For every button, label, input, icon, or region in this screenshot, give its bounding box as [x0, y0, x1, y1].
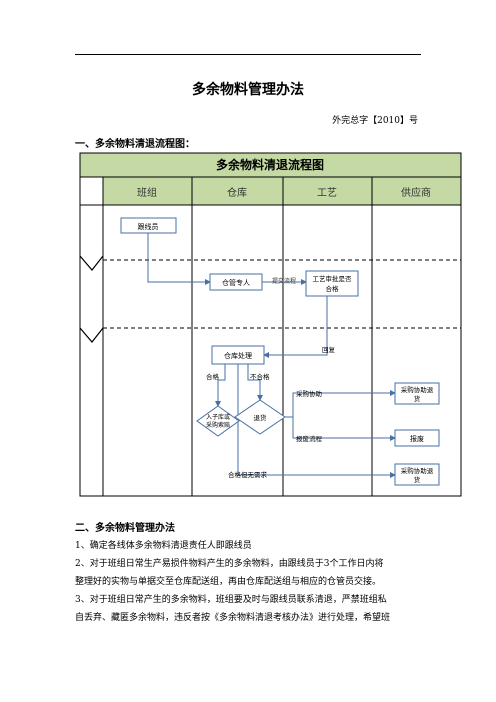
label-unqualified: 不合格	[250, 372, 270, 381]
flow-scrap	[285, 416, 396, 441]
node-purchase-return-2-l1: 采购协助退	[401, 466, 434, 475]
label-purchase-assist: 采购协助	[296, 389, 323, 398]
doc-number: 外完总字【2010】号	[332, 116, 418, 126]
label-scrap-flow: 报废流程	[296, 434, 323, 443]
section1-heading: 一、多余物料清退流程图：	[75, 139, 195, 150]
flow-qualified	[215, 364, 226, 407]
node-stock-in-l1: 入子库或	[206, 413, 230, 421]
flowchart-title-band	[79, 152, 462, 178]
label-reply: 回复	[322, 345, 336, 354]
paragraph-2: 2、对于班组日常生产易损件物料产生的多余物料，由跟线员于3个工作日内将	[75, 559, 384, 569]
label-qualified: 合格	[206, 372, 220, 381]
node-purchase-return-1-box	[394, 382, 440, 405]
node-follower-box	[120, 217, 177, 234]
column-header-process: 工艺	[317, 187, 337, 199]
label-qualified-no-demand: 合格但无需求	[228, 470, 268, 479]
paragraph-3: 整理好的实物与单据交至仓库配送组，再由仓库配送组与相应的仓管员交接。	[75, 577, 382, 587]
node-review-l2: 合格	[326, 284, 340, 293]
phase-chevron-1	[79, 255, 104, 271]
node-handle-box	[211, 345, 265, 365]
paragraph-4: 3、对于班组日常产生的多余物料，班组要及时与跟线员联系清退，严禁班组私	[75, 595, 387, 605]
node-purchase-return-1-l2: 货	[414, 394, 421, 403]
flow-follower-to-keeper	[147, 233, 211, 285]
column-header-warehouse: 仓库	[227, 186, 247, 199]
node-follower: 跟线员	[138, 222, 159, 231]
node-keeper: 仓管专人	[222, 278, 250, 287]
node-keeper-box	[209, 273, 263, 291]
doc-title: 多余物料管理办法	[192, 82, 304, 98]
column-header-supplier: 供应商	[401, 186, 431, 199]
phase-chevron-2	[79, 327, 104, 343]
node-purchase-return-1-l1: 采购协助退	[401, 385, 434, 394]
node-stock-in-l2: 采购索赔	[206, 421, 230, 429]
column-header-team: 班组	[137, 186, 157, 199]
flow-unqualified	[247, 364, 263, 401]
node-review-l1: 工艺审批是否	[313, 274, 353, 283]
flowchart-title: 多余物料清退流程图	[216, 157, 324, 172]
node-purchase-return-2-box	[394, 463, 440, 486]
header-rule	[75, 54, 421, 55]
paragraph-5: 自丢弃、藏匿多余物料，违反者按《多余物料清退考核办法》进行处理，希望班	[75, 613, 391, 623]
flow-no-demand	[237, 364, 396, 478]
node-return: 退货	[254, 413, 268, 422]
node-handle: 仓库处理	[224, 351, 252, 360]
node-scrap: 报废	[410, 434, 424, 443]
label-submit-flow: 提交流程	[272, 277, 296, 285]
flow-review-to-handle	[263, 296, 328, 358]
node-stock-in-diamond	[196, 405, 240, 437]
node-scrap-box	[394, 429, 440, 447]
node-review-box	[305, 270, 359, 297]
column-header-band	[102, 176, 462, 206]
node-purchase-return-2-l2: 货	[414, 475, 421, 484]
section2-heading: 二、多余物料管理办法	[75, 523, 175, 534]
paragraph-1: 1、确定各线体多余物料清退责任人即跟线员	[75, 541, 252, 551]
node-return-diamond	[234, 399, 286, 435]
